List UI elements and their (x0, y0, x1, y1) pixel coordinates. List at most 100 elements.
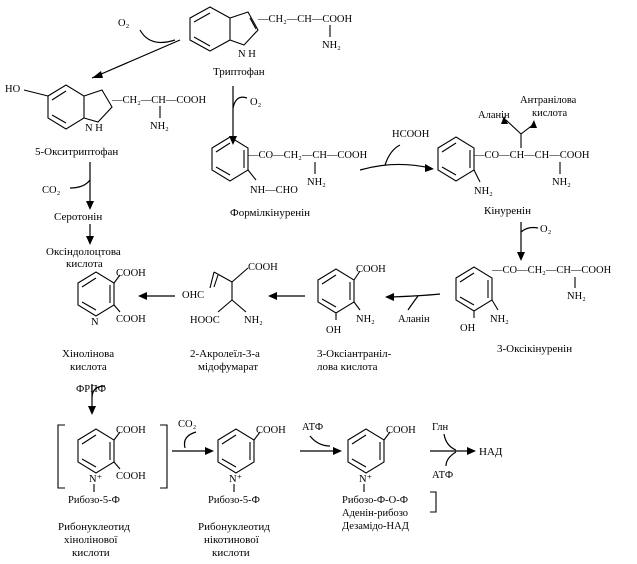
arrowhead-13 (467, 447, 476, 455)
alanine-reagent-top: Аланін (478, 110, 510, 121)
o2-reagent-1: O₂ (118, 18, 130, 29)
arrowhead-9 (138, 292, 147, 300)
arrowhead-11 (205, 447, 214, 455)
arrow-formyl-to-kyn (359, 163, 431, 171)
quin-cooh2: COOH (116, 314, 146, 325)
tryptophan-label: Триптофан (213, 66, 265, 78)
atf-reagent-2: АТФ (432, 470, 453, 481)
dn-line3: Дезамідо-НАД (342, 521, 409, 532)
rn-cooh: COOH (256, 425, 286, 436)
o2-curve-1 (139, 29, 176, 43)
haa-cooh: COOH (356, 264, 386, 275)
kyn-nh2-chain: NH₂ (552, 177, 571, 188)
dn-line1: Рибозо-Ф-О-Ф (342, 495, 408, 506)
acro-cooh: COOH (248, 262, 278, 273)
rq-label-2: хінолінової (64, 534, 118, 546)
rn-label-2: нікотинової (204, 534, 260, 546)
arrowhead-10 (88, 406, 96, 415)
haa-label-1: 3-Оксіантраніл- (317, 348, 392, 360)
hydroxyanthranilic-structure: COOH NH₂ OH (317, 264, 386, 336)
acro-label-1: 2-Акролеїл-3-а (190, 348, 260, 360)
hk-chain: —CO—CH₂—CH—COOH (491, 265, 612, 276)
nad-product: НАД (479, 446, 503, 458)
alanine-reagent-mid: Аланін (398, 314, 430, 325)
atf-reagent-1: АТФ (302, 422, 323, 433)
o2-reagent-2: O₂ (250, 97, 262, 108)
arrow-trp-to-5oht (91, 39, 181, 79)
acro-ohc: OHC (182, 290, 204, 301)
atf-curve-2 (445, 451, 457, 467)
quin-label-1: Хінолінова (62, 348, 114, 360)
dn-n: N⁺ (359, 474, 372, 485)
tryptophan-structure: N H —CH₂—CH—COOH NH₂ (189, 6, 353, 60)
hydroxykynurenine-structure: —CO—CH₂—CH—COOH NH₂ OH NH₂ (455, 265, 612, 334)
dn-cooh: COOH (386, 425, 416, 436)
co2-reagent-2: CO₂ (178, 419, 197, 430)
arrowhead-8 (268, 292, 277, 300)
hk-nh2-ring: NH₂ (490, 314, 509, 325)
rn-label-3: кислоти (212, 547, 250, 559)
formylkynurenine-structure: —CO—CH₂—CH—COOH NH₂ NH—CHO (211, 136, 368, 196)
o2-reagent-3: O₂ (540, 224, 552, 235)
hydroxytryptophan-label: 5-Окситриптофан (35, 146, 118, 158)
hydroxytryptophan-structure: HO N H —CH₂—CH—COOH NH₂ (5, 84, 207, 134)
hcooh-reagent: HCOOH (392, 129, 430, 140)
formyl-nhcho: NH—CHO (250, 185, 298, 196)
hydroxykynurenine-label: 3-Оксікінуренін (497, 343, 572, 355)
kyn-nh2-ring: NH₂ (474, 186, 493, 197)
quin-label-2: кислота (70, 361, 107, 373)
rq-n: N⁺ (89, 474, 102, 485)
kynurenine-label: Кінуренін (484, 205, 531, 217)
formyl-nh2: NH₂ (307, 177, 326, 188)
ht-nh2: NH₂ (150, 121, 169, 132)
acro-nh2: NH₂ (244, 315, 263, 326)
hcooh-curve (384, 144, 401, 166)
quinolinic-structure: COOH COOH N (77, 268, 146, 328)
rn-label-1: Рибонуклеотид (198, 521, 270, 533)
gln-curve (443, 433, 457, 451)
ht-nh: N H (85, 123, 103, 134)
co2-curve-1 (69, 179, 91, 189)
alanine-curve (407, 295, 419, 311)
rq-cooh2: COOH (116, 471, 146, 482)
quin-n: N (91, 317, 99, 328)
acro-label-2: мідофумарат (198, 361, 258, 373)
arrowhead-12 (333, 447, 342, 455)
kynurenine-structure: —CO—CH—CH—COOH NH₂ NH₂ (437, 116, 590, 197)
tryptophan-chain: —CH₂—CH—COOH (257, 14, 353, 25)
frpf-reagent: ФРПФ (76, 384, 106, 395)
arrowhead-3 (86, 201, 94, 210)
oxindole-label-2: кислота (66, 258, 103, 270)
rq-label-3: кислоти (72, 547, 110, 559)
arrow-3hk-to-3haa (389, 293, 441, 298)
formyl-chain: —CO—CH₂—CH—COOH (247, 150, 368, 161)
dn-line2: Аденін-рибозо (342, 508, 408, 519)
tryptophan-nh2: NH₂ (322, 40, 341, 51)
riboquin-structure: COOH COOH N⁺ Рибозо-5-Ф (57, 424, 168, 506)
hk-oh: OH (460, 323, 476, 334)
rq-cooh1: COOH (116, 425, 146, 436)
desamido-structure: COOH N⁺ Рибозо-Ф-О-Ф Аденін-рибозо Дезам… (342, 425, 437, 532)
arrowhead-4 (86, 236, 94, 245)
oxindole-label-1: Оксіндолоцтова (46, 246, 121, 258)
anthranilic-reagent-1: Антранілова (520, 95, 577, 106)
kyn-chain: —CO—CH—CH—COOH (473, 150, 590, 161)
acro-hooc: HOOC (190, 315, 220, 326)
hk-nh2-chain: NH₂ (567, 291, 586, 302)
gln-reagent: Глн (432, 422, 449, 433)
acroleyl-structure: COOH OHC HOOC NH₂ (182, 262, 278, 326)
rn-n: N⁺ (229, 474, 242, 485)
ribonic-structure: COOH N⁺ Рибозо-5-Ф (208, 425, 286, 506)
co2-curve-2 (183, 431, 197, 449)
arrowhead-1 (92, 71, 103, 78)
atf-curve-1 (309, 435, 331, 447)
arrowhead-6 (517, 252, 525, 261)
serotonin-label: Серотонін (54, 211, 102, 223)
haa-label-2: лова кислота (317, 361, 378, 373)
o2-curve-3 (520, 226, 539, 233)
co2-reagent-1: CO₂ (42, 185, 61, 196)
quin-cooh1: COOH (116, 268, 146, 279)
ht-chain: —CH₂—CH—COOH (111, 95, 207, 106)
arrowhead-5 (425, 164, 434, 172)
